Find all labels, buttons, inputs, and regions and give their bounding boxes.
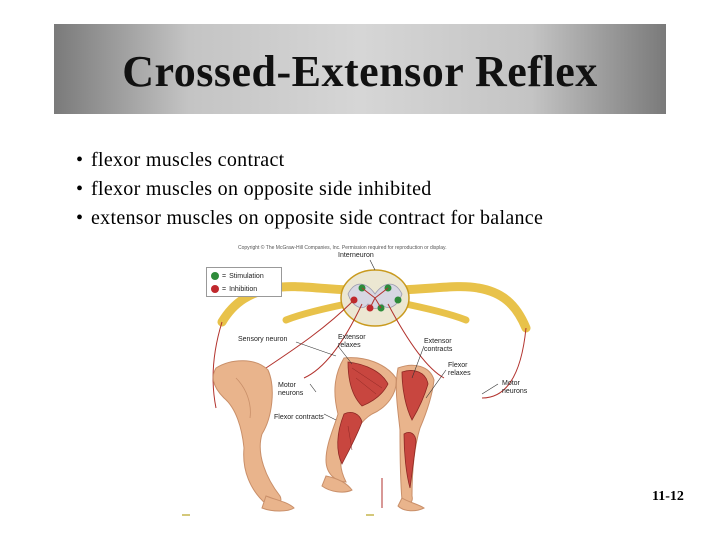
stimulation-icon — [211, 272, 219, 280]
stimulation-marker — [394, 296, 402, 304]
label-extensor-relaxes: Extensor relaxes — [338, 334, 366, 349]
flexed-leg — [321, 357, 397, 493]
right-nerve — [389, 282, 531, 333]
label-flexor-contracts: Flexor contracts — [274, 414, 324, 421]
bullet-list: • flexor muscles contract • flexor muscles… — [76, 146, 696, 233]
ground-markers — [182, 514, 374, 516]
label-extensor-contracts: Extensor contracts — [424, 338, 453, 353]
spinal-cord — [340, 269, 410, 327]
bullet-item: • extensor muscles on opposite side contr… — [76, 204, 696, 233]
legend-item-stimulation: = Stimulation — [211, 272, 264, 280]
copyright-notice: Copyright © The McGraw-Hill Companies, I… — [238, 245, 447, 251]
bullet-item: • flexor muscles on opposite side inhibit… — [76, 175, 696, 204]
legend-item-inhibition: = Inhibition — [211, 285, 257, 293]
legend-label: Inhibition — [229, 285, 258, 293]
label-motor-neurons-right: Motor neurons — [502, 380, 528, 395]
reflex-illustration — [182, 259, 531, 516]
label-sensory-neuron: Sensory neuron — [238, 336, 288, 343]
left-leg — [212, 360, 295, 512]
legend-equals: = — [222, 285, 227, 293]
bullet-dot: • — [76, 207, 84, 229]
slide-number: 11-12 — [652, 489, 684, 504]
leader-lines — [295, 259, 499, 421]
reflex-diagram: Copyright © The McGraw-Hill Companies, I… — [176, 238, 546, 526]
bullet-text: extensor muscles on opposite side contra… — [91, 207, 544, 229]
standing-leg — [395, 364, 435, 512]
inhibition-icon — [211, 285, 219, 293]
title-bar: Crossed-Extensor Reflex — [54, 24, 666, 114]
bullet-text: flexor muscles contract — [91, 149, 285, 171]
bullet-item: • flexor muscles contract — [76, 146, 696, 175]
neuron-paths — [212, 299, 527, 508]
bullet-dot: • — [76, 149, 84, 171]
bullet-dot: • — [76, 178, 84, 200]
label-motor-neurons-left: Motor neurons — [278, 382, 304, 397]
bullet-text: flexor muscles on opposite side inhibite… — [91, 178, 432, 200]
legend-equals: = — [222, 272, 227, 280]
label-interneuron: Interneuron — [338, 252, 374, 259]
label-flexor-relaxes: Flexor relaxes — [448, 362, 471, 377]
slide-title: Crossed-Extensor Reflex — [122, 46, 598, 96]
legend-label: Stimulation — [229, 272, 264, 280]
legend: = Stimulation = Inhibition — [206, 267, 282, 297]
